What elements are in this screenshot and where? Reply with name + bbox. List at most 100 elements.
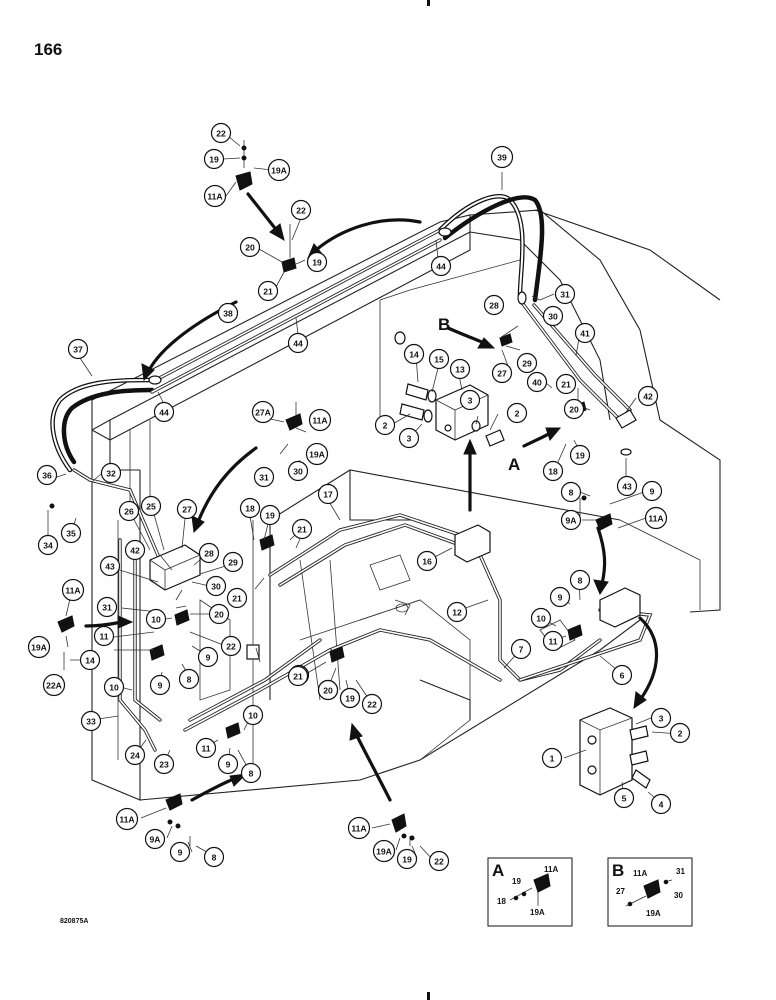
callout-circle [79, 649, 101, 671]
callout-38: 38 [217, 302, 239, 324]
callout-label: 44 [159, 408, 169, 418]
callout-circle [253, 466, 275, 488]
hydraulic-hoses [50, 194, 653, 752]
callout-label: 36 [42, 471, 52, 481]
inset-b-label-11a: 11A [633, 869, 647, 878]
callout-circle [153, 753, 175, 775]
callout-19: 19 [339, 687, 361, 709]
callout-circle [430, 255, 452, 277]
callout-circle [613, 787, 635, 809]
callout-21: 21 [287, 665, 309, 687]
callout-label: 20 [323, 686, 333, 696]
callout-label: 21 [561, 380, 571, 390]
callout-circle [287, 460, 309, 482]
callout-label: 38 [223, 309, 233, 319]
callout-21: 21 [257, 280, 279, 302]
inset-b-label-19a: 19A [646, 909, 661, 918]
callout-27: 27 [176, 498, 198, 520]
callout-label: 9 [226, 760, 231, 770]
callout-20: 20 [239, 236, 261, 258]
callout-43: 43 [99, 555, 121, 577]
callout-label: 11A [648, 514, 663, 524]
callout-label: 35 [66, 529, 76, 539]
callout-circle [650, 707, 672, 729]
page-number: 166 [34, 40, 63, 59]
callout-circle [61, 578, 85, 602]
callout-label: 11A [207, 192, 222, 202]
callout-14: 14 [403, 343, 425, 365]
callout-label: 14 [409, 350, 419, 360]
callout-label: 9 [158, 681, 163, 691]
callout-circle [145, 608, 167, 630]
callout-21: 21 [226, 587, 248, 609]
callout-23: 23 [153, 753, 175, 775]
inset-b-label-31: 31 [676, 867, 685, 876]
callout-11a: 11A [203, 184, 227, 208]
callout-circle [611, 664, 633, 686]
callout-circle [428, 348, 450, 370]
inset-a-label-19a: 19A [530, 908, 545, 917]
callout-42: 42 [637, 385, 659, 407]
callout-30: 30 [542, 305, 564, 327]
callout-14: 14 [79, 649, 101, 671]
callout-label: 9 [206, 653, 211, 663]
callout-circle [574, 322, 596, 344]
callout-21: 21 [555, 373, 577, 395]
callout-22: 22 [220, 635, 242, 657]
callout-circle [144, 828, 166, 850]
callout-label: 11 [99, 632, 108, 642]
callout-6: 6 [611, 664, 633, 686]
callout-circle [203, 184, 227, 208]
callout-label: 5 [622, 794, 627, 804]
callout-circle [449, 358, 471, 380]
callout-circle [100, 462, 122, 484]
callout-13: 13 [449, 358, 471, 380]
callout-label: 19 [265, 511, 275, 521]
callout-circle [491, 362, 513, 384]
callout-circle [526, 371, 548, 393]
callout-27a: 27A [251, 400, 275, 424]
callout-label: 21 [263, 287, 273, 297]
callout-circle [239, 497, 261, 519]
callout-17: 17 [317, 483, 339, 505]
callout-circle [569, 569, 591, 591]
callout-circle [197, 646, 219, 668]
callout-circle [510, 638, 532, 660]
callout-circle [374, 414, 396, 436]
callout-label: 20 [569, 405, 579, 415]
callout-circle [563, 398, 585, 420]
callout-31: 31 [554, 283, 576, 305]
callout-label: 2 [678, 729, 683, 739]
callout-label: 44 [436, 262, 446, 272]
callout-label: 32 [106, 469, 116, 479]
callout-label: 28 [204, 549, 214, 559]
callout-27: 27 [491, 362, 513, 384]
callout-circle [257, 280, 279, 302]
callout-circle [203, 846, 225, 868]
callout-circle [361, 693, 383, 715]
callout-circle [287, 332, 309, 354]
callout-label: 17 [323, 490, 333, 500]
callout-label: 22 [367, 700, 377, 710]
callout-2: 2 [374, 414, 396, 436]
callout-label: 10 [248, 711, 258, 721]
inset-detail-a: A 19 11A 18 19A [487, 857, 573, 927]
callout-circle [60, 522, 82, 544]
direction-arrows [84, 192, 659, 802]
callout-label: 27A [255, 408, 271, 418]
callout-label: 30 [548, 312, 558, 322]
callout-label: 6 [620, 671, 625, 681]
callout-circle [205, 575, 227, 597]
callout-10: 10 [530, 607, 552, 629]
inset-b-label-30: 30 [674, 891, 683, 900]
callout-44: 44 [153, 401, 175, 423]
callout-label: 11 [548, 637, 557, 647]
callout-19: 19 [203, 148, 225, 170]
callout-28: 28 [483, 294, 505, 316]
callout-9: 9 [197, 646, 219, 668]
callout-circle [339, 687, 361, 709]
inset-detail-b: B 11A 31 27 30 19A [607, 857, 693, 927]
callout-label: 8 [569, 488, 574, 498]
callout-label: 12 [452, 608, 462, 618]
callout-label: 8 [578, 576, 583, 586]
